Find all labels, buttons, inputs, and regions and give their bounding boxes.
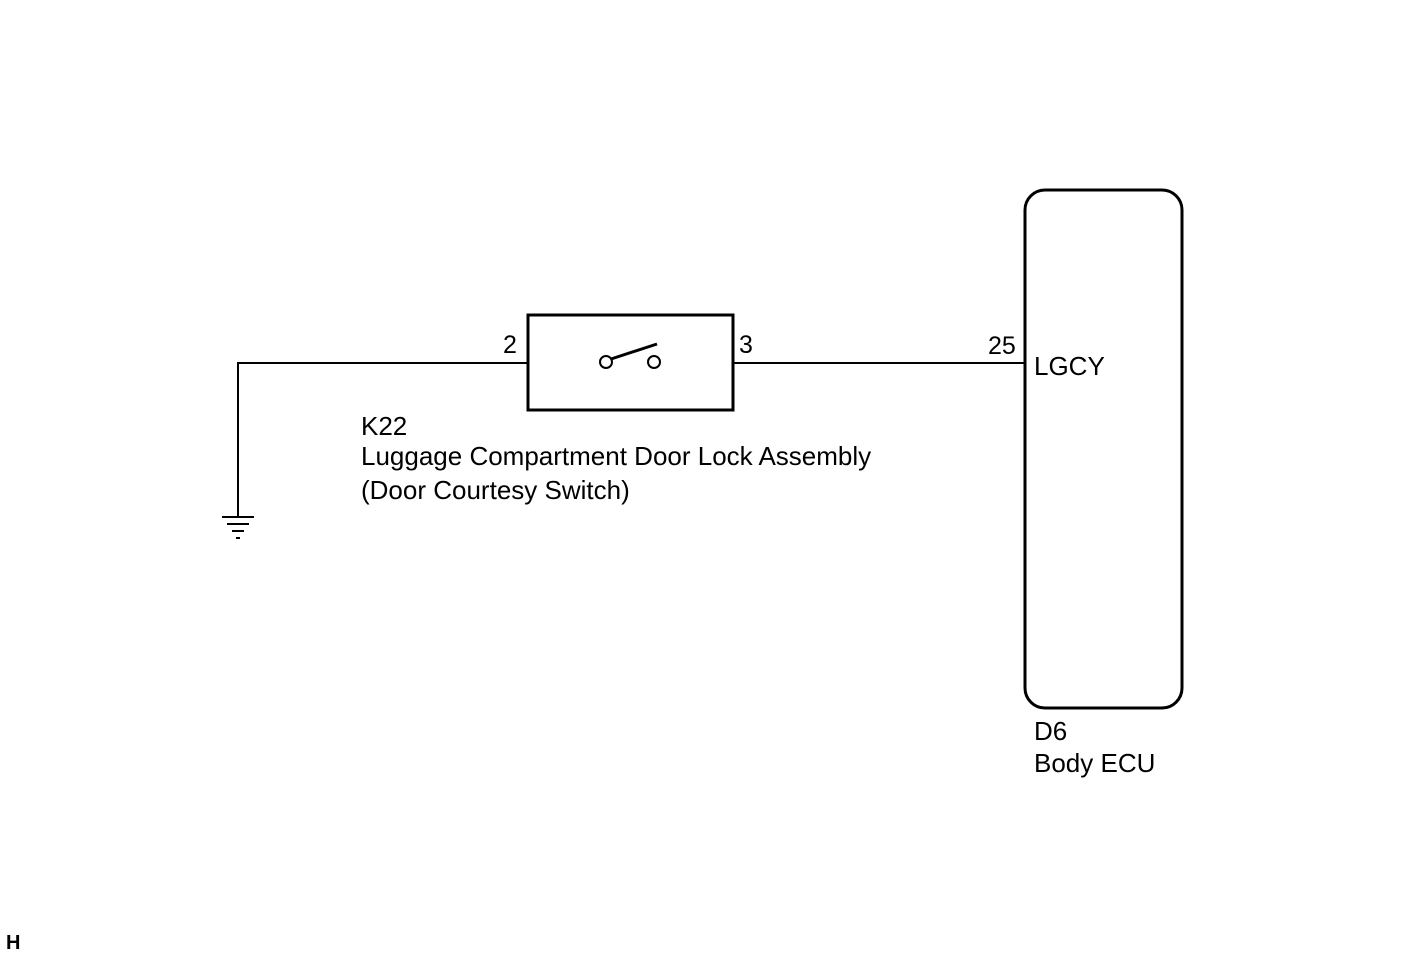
switch-component-code: K22 [361,411,407,441]
switch-contact-right [647,355,661,369]
ecu-component-name: Body ECU [1034,748,1155,778]
ecu-component-box [1023,188,1184,710]
switch-pin-right-label: 3 [739,331,753,359]
switch-component-box [526,313,735,412]
ecu-pin-label: 25 [988,332,1016,360]
switch-lever [610,342,658,361]
switch-icon [599,342,661,369]
switch-contact-left [599,355,613,369]
switch-component-subname: (Door Courtesy Switch) [361,475,630,505]
ground-icon [222,363,254,539]
ecu-terminal-label: LGCY [1034,351,1105,381]
switch-pin-left-label: 2 [503,331,517,359]
ecu-component-code: D6 [1034,716,1067,746]
switch-component-name: Luggage Compartment Door Lock Assembly [361,441,871,471]
corner-mark: H [6,932,20,954]
